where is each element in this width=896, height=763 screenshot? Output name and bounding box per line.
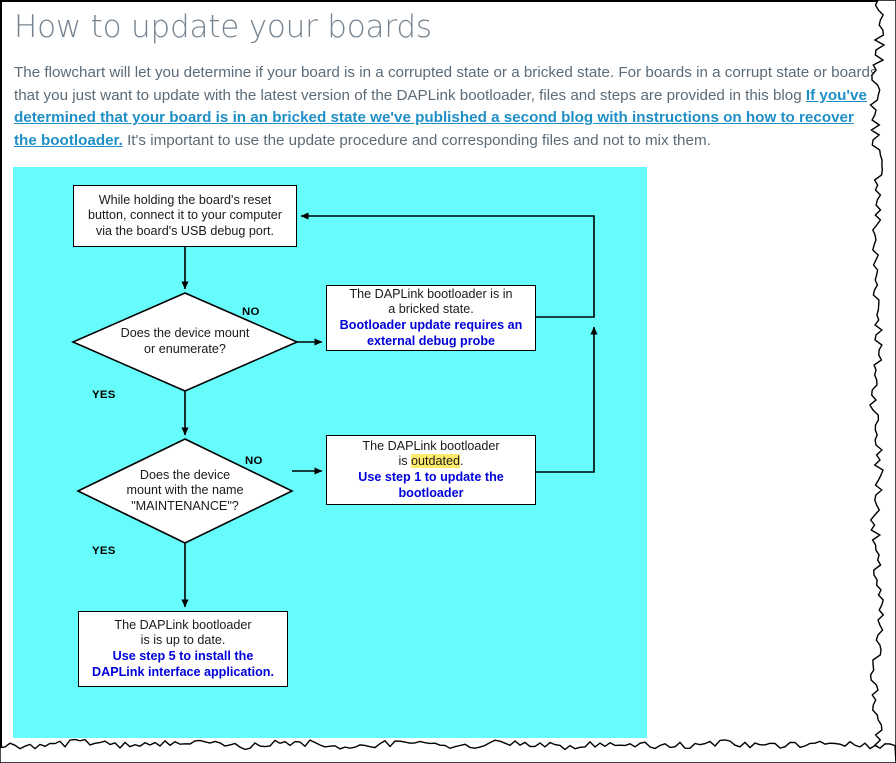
- flow-node-bricked-action1: Bootloader update requires an: [339, 318, 523, 332]
- flowchart-canvas: While holding the board's reset button, …: [13, 167, 647, 738]
- decision-mount-line2: or enumerate?: [144, 342, 226, 356]
- flow-node-decision-name-label: Does the device mount with the name "MAI…: [78, 439, 292, 543]
- outdated-prefix: is: [398, 454, 412, 469]
- flow-node-outdated-line1: The DAPLink bootloader: [362, 438, 500, 453]
- intro-paragraph: The flowchart will let you determine if …: [14, 62, 880, 152]
- intro-text-part1: The flowchart will let you determine if …: [14, 64, 878, 104]
- flow-node-uptodate-action1: Use step 5 to install the: [112, 649, 254, 663]
- flow-node-start[interactable]: While holding the board's reset button, …: [73, 185, 297, 247]
- decision-name-line2: mount with the name: [126, 483, 244, 498]
- edge-outdated-loopback: [536, 326, 598, 473]
- edge-label-yes-1: YES: [92, 389, 116, 401]
- page-border-top: [0, 0, 896, 2]
- flow-node-start-line3: via the board's USB debug port.: [95, 223, 275, 238]
- flowchart-connectors: [71, 212, 598, 608]
- flow-node-start-line2: button, connect it to your computer: [88, 208, 282, 223]
- flow-node-decision-name[interactable]: Does the device mount with the name "MAI…: [78, 439, 292, 543]
- flow-node-outdated-action1: Use step 1 to update the: [358, 470, 504, 484]
- flow-node-start-line1: While holding the board's reset: [98, 192, 272, 207]
- flow-node-outdated-line2: is outdated.: [398, 454, 464, 470]
- outdated-suffix: .: [460, 454, 464, 469]
- flow-node-outdated[interactable]: The DAPLink bootloader is outdated. Use …: [326, 435, 536, 505]
- flow-node-outdated-action2: bootloader: [398, 485, 464, 500]
- edge-label-yes-2: YES: [92, 545, 116, 557]
- flow-node-decision-mount-label: Does the device mount or enumerate?: [73, 293, 297, 391]
- recover-bootloader-link[interactable]: If you've determined that your board is …: [14, 86, 867, 149]
- intro-text-part2: It's important to use the update procedu…: [122, 131, 711, 149]
- flow-node-bricked[interactable]: The DAPLink bootloader is in a bricked s…: [326, 285, 536, 351]
- edge-label-no-2: NO: [245, 455, 263, 467]
- flow-node-decision-mount[interactable]: Does the device mount or enumerate?: [73, 293, 297, 391]
- decision-name-line3: "MAINTENANCE"?: [131, 498, 239, 513]
- flow-node-bricked-line2: a bricked state.: [388, 302, 474, 317]
- outdated-highlighted-word: outdated: [411, 454, 461, 469]
- article: How to update your boards The flowchart …: [14, 0, 882, 152]
- flow-node-uptodate-action2: DAPLink interface application.: [92, 664, 274, 679]
- page-border-left: [0, 0, 2, 763]
- edge-bricked-loopback: [300, 212, 595, 318]
- flow-node-bricked-line1: The DAPLink bootloader is in: [349, 286, 513, 301]
- flow-node-uptodate[interactable]: The DAPLink bootloader is is up to date.…: [78, 611, 288, 687]
- flow-node-uptodate-line2: is is up to date.: [140, 633, 226, 648]
- decision-name-line1: Does the device: [139, 467, 231, 482]
- flow-node-uptodate-line1: The DAPLink bootloader: [114, 617, 252, 632]
- decision-mount-line1: Does the device mount: [120, 326, 250, 341]
- flow-node-bricked-action2: external debug probe: [366, 333, 496, 348]
- edge-label-no-1: NO: [242, 306, 260, 318]
- page-title: How to update your boards: [14, 9, 432, 45]
